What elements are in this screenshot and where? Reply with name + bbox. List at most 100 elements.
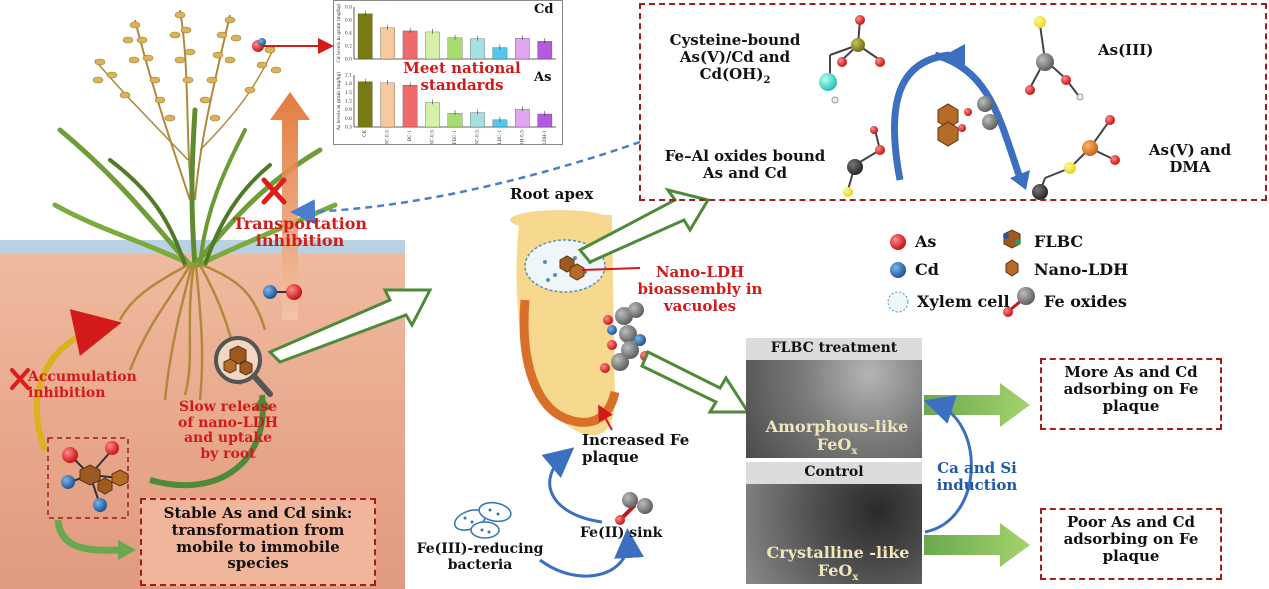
speciation-box bbox=[639, 3, 1267, 201]
legend-nanoldh-icon bbox=[1005, 259, 1019, 277]
transport-arrow bbox=[270, 92, 310, 320]
more-as-label: More As and Cd adsorbing on Fe plaque bbox=[1063, 363, 1199, 415]
tick-label: 0.8 bbox=[345, 5, 352, 11]
bacteria-icon bbox=[453, 501, 512, 539]
y-axis-label: As levels in grain (mg/kg) bbox=[335, 72, 342, 132]
stable-sink-box bbox=[140, 498, 376, 586]
bar bbox=[537, 41, 553, 60]
legend-as-icon bbox=[890, 234, 906, 250]
y-axis-label: Cd levels in grain (mg/kg) bbox=[335, 3, 342, 63]
accumulation-arrow bbox=[33, 309, 122, 452]
flbc-cluster bbox=[61, 441, 129, 512]
bar bbox=[470, 38, 485, 60]
as3-label: As(III) bbox=[1098, 41, 1154, 59]
crystalline-label: Crystalline -like FeOx bbox=[758, 543, 918, 584]
legend-cd: Cd bbox=[915, 260, 939, 279]
transport-label: Transportation inhibition bbox=[233, 214, 367, 250]
bar bbox=[402, 30, 418, 60]
increased-fe-label: Increased Fe plaque bbox=[582, 431, 690, 466]
as-cd-molecule-root bbox=[263, 284, 302, 300]
legend-flbc: FLBC bbox=[1034, 232, 1084, 251]
chart-note: Meet national standards bbox=[403, 59, 521, 94]
uptake-arrow bbox=[149, 394, 266, 489]
green-arrow-to-root bbox=[267, 288, 433, 364]
bar bbox=[425, 102, 440, 128]
tem-header-control bbox=[746, 462, 922, 484]
magnifier-icon bbox=[214, 336, 273, 397]
category-label: FBC-1 bbox=[452, 130, 458, 144]
amorphous-sub: x bbox=[851, 446, 858, 458]
flbc-treatment-label: FLBC treatment bbox=[770, 340, 898, 356]
tick-label: 0.3 bbox=[345, 125, 352, 131]
legend-cd-icon bbox=[890, 262, 906, 278]
bar bbox=[357, 13, 373, 60]
tick-label: 0.4 bbox=[345, 31, 352, 37]
poor-as-box bbox=[1040, 508, 1222, 580]
amorphous-text: Amorphous-like FeO bbox=[765, 417, 909, 455]
sink-arrow bbox=[54, 519, 119, 554]
accumulation-label: Accumulation inhibition bbox=[28, 369, 137, 401]
category-label: BC-0.5 bbox=[385, 130, 391, 144]
poor-as-label: Poor As and Cd adsorbing on Fe plaque bbox=[1063, 513, 1199, 565]
tick-label: 0.2 bbox=[345, 44, 352, 50]
category-label: LDH-0.5 bbox=[519, 130, 525, 144]
tick-label: 0.6 bbox=[345, 116, 352, 122]
slow-release-label: Slow release of nano-LDH and uptake by r… bbox=[177, 399, 279, 463]
rice-panicle bbox=[92, 9, 282, 201]
tick-label: 1.5 bbox=[345, 90, 352, 96]
ca-si-arrow bbox=[923, 395, 973, 534]
cysteine-label: Cysteine-bound As(V)/Cd and Cd(OH)2 bbox=[650, 32, 820, 86]
grain-bar-chart: Cd levels in grain (mg/kg)0.8 0.6 0.4 0.2 0.… bbox=[335, 3, 556, 152]
legend-as: As bbox=[915, 232, 937, 251]
bar bbox=[470, 112, 485, 128]
control-label: Control bbox=[804, 464, 864, 480]
stable-sink-label: Stable As and Cd sink: transformation fr… bbox=[163, 504, 353, 573]
root-apex-label: Root apex bbox=[510, 185, 594, 203]
blocked-x-left bbox=[10, 368, 30, 390]
more-as-box bbox=[1040, 358, 1222, 430]
fe-plaque-molecules bbox=[600, 302, 650, 373]
dashed-link-arrow bbox=[290, 140, 641, 225]
fe2-sink-label: Fe(II) sink bbox=[580, 525, 663, 541]
category-label: FLBC-0.5 bbox=[474, 130, 480, 144]
tick-label: 2.1 bbox=[345, 73, 352, 79]
category-label: FBC-0.5 bbox=[430, 130, 436, 144]
green-arrow-to-box bbox=[577, 187, 711, 264]
tem-header-flbc bbox=[746, 338, 922, 360]
legend-nanoldh: Nano-LDH bbox=[1034, 260, 1129, 279]
bar bbox=[515, 108, 530, 128]
tick-label: 0.0 bbox=[345, 57, 352, 63]
legend-xylem: Xylem cell bbox=[917, 292, 1010, 311]
bar bbox=[447, 37, 463, 60]
tick-label: 0.6 bbox=[345, 18, 352, 24]
bar bbox=[425, 31, 440, 60]
fe2-sink-molecule bbox=[615, 492, 653, 525]
cysteine-text: Cysteine-bound As(V)/Cd and Cd(OH) bbox=[669, 31, 801, 83]
category-label: FLBC-1 bbox=[497, 130, 503, 144]
blocked-x-top bbox=[261, 177, 287, 205]
arrow-to-more bbox=[924, 383, 1030, 427]
bar bbox=[515, 38, 530, 60]
as5-label: As(V) and DMA bbox=[1148, 141, 1232, 176]
bacteria-cycle-arrow bbox=[539, 528, 644, 578]
bacteria-label: Fe(III)-reducing bacteria bbox=[416, 541, 544, 573]
cysteine-sub: 2 bbox=[763, 74, 771, 86]
category-label: LDH-1 bbox=[542, 130, 548, 144]
category-label: CK bbox=[362, 129, 368, 136]
tick-label: 1.2 bbox=[345, 99, 352, 105]
nano-bio-label: Nano-LDH bioassembly in vacuoles bbox=[637, 263, 763, 315]
chart-cd-label: Cd bbox=[534, 2, 554, 17]
ca-si-label: Ca and Si induction bbox=[936, 459, 1018, 495]
legend-xylem-icon bbox=[887, 291, 909, 313]
green-arrow-to-tem bbox=[640, 349, 751, 414]
bar bbox=[357, 81, 373, 128]
speciation-arc-left bbox=[891, 51, 951, 181]
tick-label: 1.8 bbox=[345, 81, 352, 87]
legend-feoxide-icon bbox=[1003, 287, 1035, 317]
legend-feoxides: Fe oxides bbox=[1044, 292, 1127, 311]
bar bbox=[447, 112, 463, 128]
amorphous-label: Amorphous-like FeOx bbox=[762, 417, 912, 458]
arrow-to-poor bbox=[924, 523, 1030, 567]
tick-label: 0.9 bbox=[345, 107, 352, 113]
